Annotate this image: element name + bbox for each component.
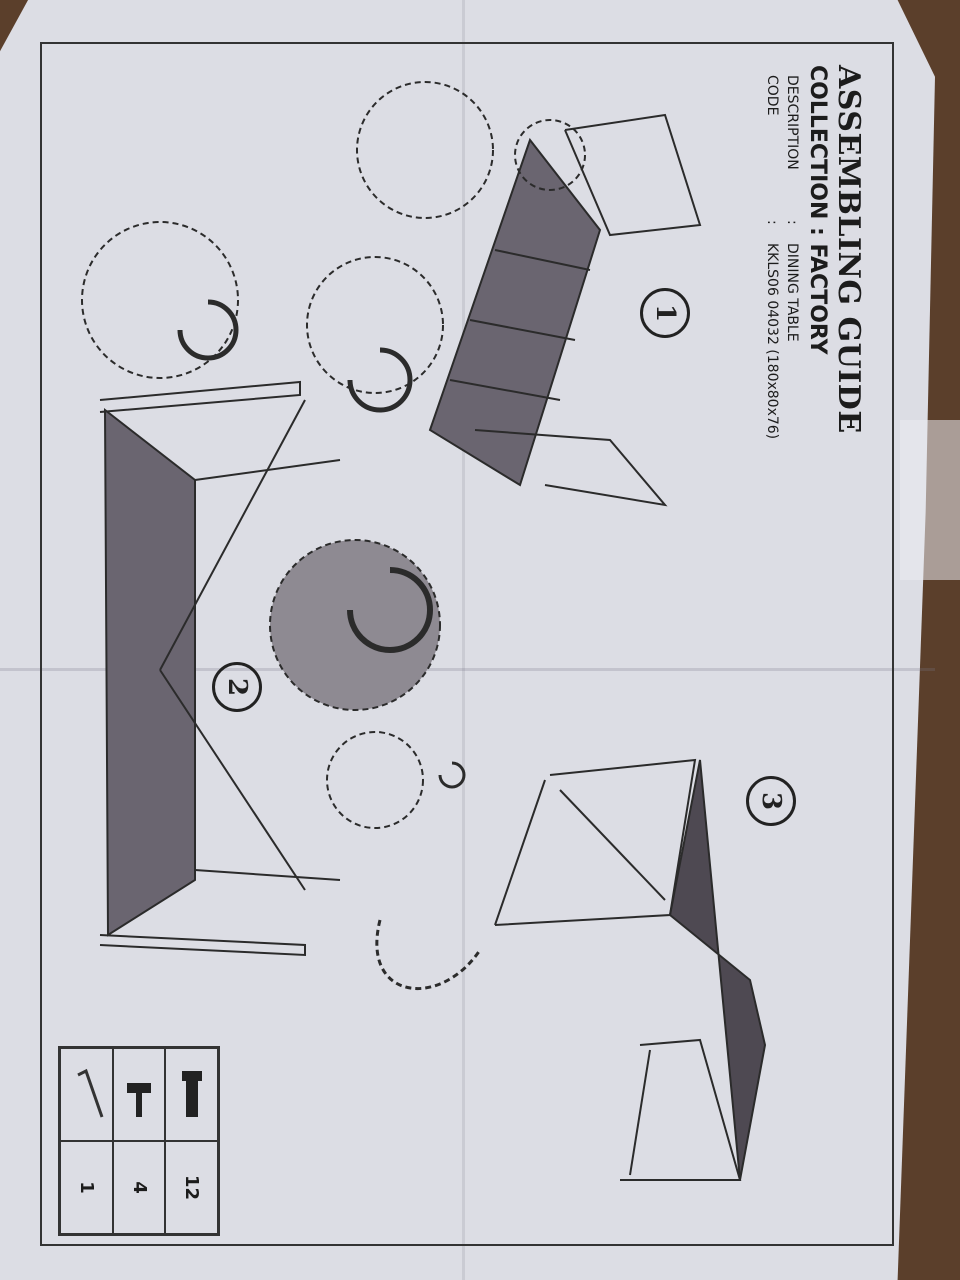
detail-circle	[356, 81, 494, 219]
foot-screw-icon	[112, 1048, 166, 1141]
detail-circle	[306, 256, 444, 394]
page-border	[40, 42, 894, 1246]
part-quantity: 12	[165, 1141, 218, 1234]
fold-crease	[462, 0, 465, 1280]
allen-key-icon	[60, 1048, 113, 1141]
step-1-drawing	[428, 113, 702, 507]
part-quantity: 4	[112, 1141, 166, 1234]
step-number: 1	[640, 288, 690, 338]
step-number: 2	[212, 662, 262, 712]
step-3-drawing	[494, 758, 767, 1181]
step-number: 3	[746, 776, 796, 826]
fold-crease	[0, 668, 935, 671]
part-quantity: 1	[60, 1141, 113, 1234]
detail-circle	[514, 119, 586, 191]
parts-list: 1 4 12	[58, 1046, 220, 1236]
bolt-icon	[165, 1048, 218, 1141]
step-2-drawing	[99, 380, 341, 957]
plastic-wrap	[900, 420, 960, 580]
detail-circle	[326, 731, 424, 829]
detail-circle	[81, 221, 239, 379]
